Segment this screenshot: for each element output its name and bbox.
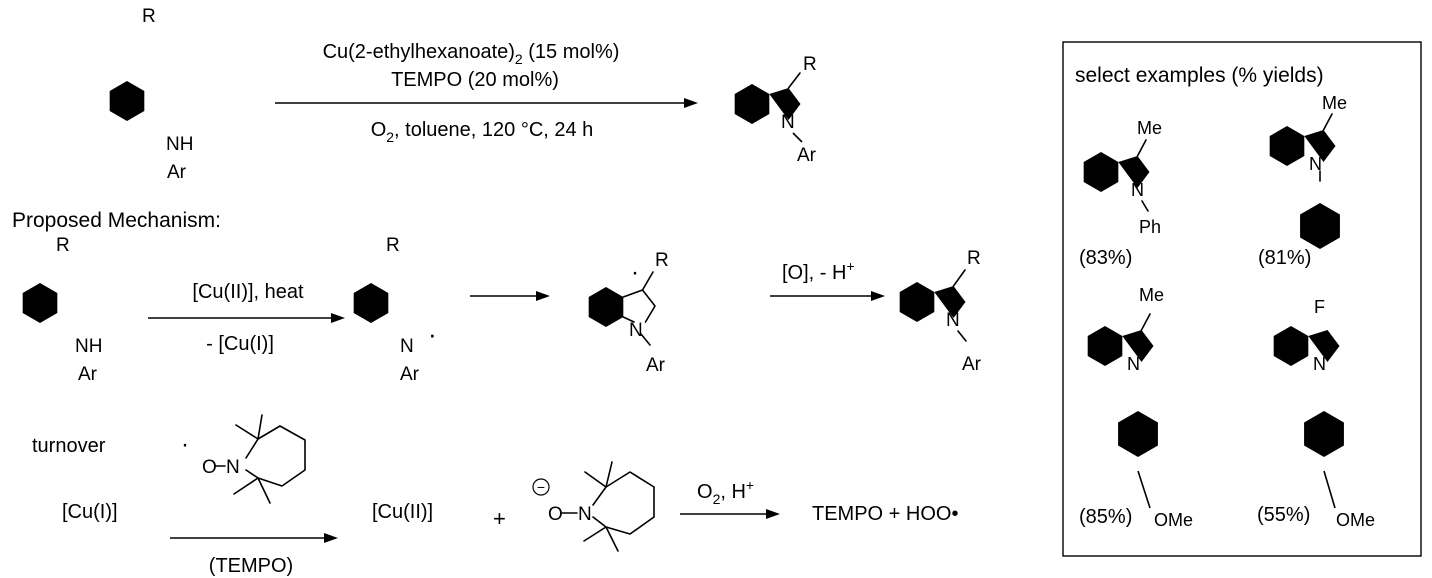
atom-label-r: R: [803, 54, 817, 75]
atom-label-n: N: [1127, 354, 1140, 374]
example-3-structure: [1088, 313, 1158, 471]
turnover-product: TEMPO + HOO•: [812, 503, 958, 525]
tempo-radical-structure: [215, 414, 306, 504]
atom-label-nh: NH: [75, 336, 102, 357]
atom-label-o: O: [202, 457, 217, 478]
atom-label-ome: OMe: [1336, 510, 1375, 530]
atom-label-r: R: [386, 235, 400, 256]
examples-box: [1062, 41, 1422, 557]
atom-label-ar: Ar: [646, 355, 666, 376]
atom-label-r: R: [142, 6, 156, 27]
atom-label-ar: Ar: [78, 364, 98, 385]
example-1-yield: (83%): [1079, 247, 1132, 269]
step1-reagent: [Cu(II)], heat: [192, 281, 304, 303]
atom-label-n: N: [578, 504, 592, 525]
example-3-yield: (85%): [1079, 506, 1132, 528]
example-1-structure: [1084, 139, 1150, 212]
plus-sign: +: [493, 506, 506, 531]
atom-label-ome: OMe: [1154, 510, 1193, 530]
product-indole: [735, 72, 801, 124]
atom-label-n: N: [781, 112, 795, 133]
example-4-yield: (55%): [1257, 504, 1310, 526]
regeneration-reagent: O2, H+: [697, 477, 754, 507]
atom-label-me: Me: [1137, 118, 1162, 138]
radical-dot: ·: [181, 431, 189, 458]
atom-label-ar: Ar: [167, 162, 187, 183]
step3-reagent: [O], - H+: [782, 258, 855, 284]
atom-label-nh: NH: [166, 134, 193, 155]
atom-label-n: N: [1131, 180, 1144, 200]
mechanism-amidyl-radical: [354, 252, 397, 323]
negative-charge-sign: −: [537, 479, 545, 495]
mechanism-indolinyl-radical: [588, 271, 656, 346]
example-2-structure: [1270, 113, 1340, 263]
tempo-anion-structure: [561, 461, 655, 552]
reaction-arrow-main: [275, 98, 698, 108]
copper-i-label: [Cu(I)]: [62, 501, 118, 523]
mechanism-arrow-3: [770, 291, 885, 301]
reagent-catalyst: Cu(2-ethylhexanoate)2 (15 mol%): [323, 41, 620, 67]
atom-label-ar: Ar: [797, 145, 817, 166]
atom-label-ar: Ar: [962, 354, 982, 375]
atom-label-n: N: [1313, 354, 1326, 374]
mechanism-arrow-2: [470, 291, 550, 301]
atom-label-n: N: [400, 336, 414, 357]
regeneration-arrow: [680, 509, 780, 519]
atom-label-n: N: [1309, 154, 1322, 174]
atom-label-o: O: [548, 504, 563, 525]
atom-label-ph: Ph: [1139, 217, 1161, 237]
atom-label-me: Me: [1322, 93, 1347, 113]
atom-label-n: N: [226, 457, 240, 478]
reagent-tempo-loading: TEMPO (20 mol%): [391, 69, 559, 91]
atom-label-n: N: [946, 310, 960, 331]
tempo-label: (TEMPO): [209, 555, 293, 577]
atom-label-r: R: [655, 250, 669, 271]
atom-label-r: R: [56, 235, 70, 256]
mechanism-indole-product: [900, 269, 967, 342]
radical-dot: ·: [428, 319, 437, 349]
negative-charge-circle: [532, 478, 550, 496]
atom-label-me: Me: [1139, 285, 1164, 305]
mechanism-title: Proposed Mechanism:: [12, 209, 221, 232]
examples-title: select examples (% yields): [1075, 64, 1324, 87]
mechanism-aniline: [23, 252, 66, 323]
copper-ii-label: [Cu(II)]: [372, 501, 433, 523]
step1-byproduct: - [Cu(I)]: [206, 333, 274, 355]
example-2-yield: (81%): [1258, 247, 1311, 269]
reaction-conditions: O2, toluene, 120 °C, 24 h: [371, 119, 594, 145]
tempo-arrow: [170, 533, 338, 543]
atom-label-ar: Ar: [400, 364, 420, 385]
radical-dot: ·: [631, 259, 639, 286]
atom-label-n: N: [629, 320, 643, 341]
atom-label-r: R: [967, 248, 981, 269]
starting-material-aniline: [110, 50, 153, 130]
mechanism-arrow-1: [148, 313, 345, 323]
example-4-structure: [1274, 326, 1344, 471]
atom-label-f: F: [1314, 297, 1325, 317]
turnover-label: turnover: [32, 435, 106, 457]
